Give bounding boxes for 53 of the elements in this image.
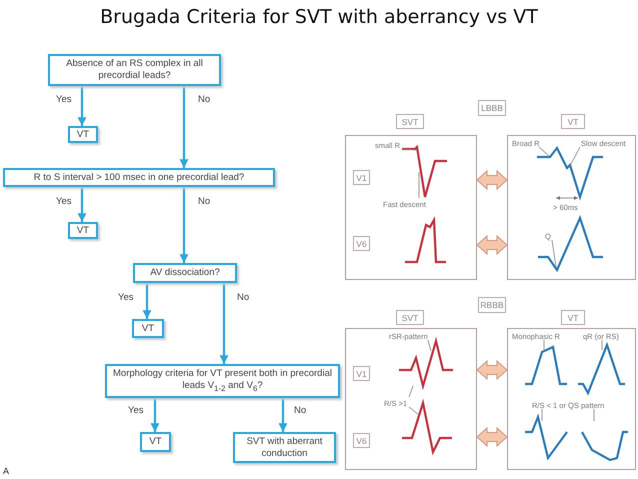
- ecg-panel: [345, 135, 477, 280]
- lead-tag: V6: [353, 236, 370, 251]
- arrow: [142, 283, 152, 319]
- ecg-panel: [507, 328, 636, 470]
- process-box: R to S interval > 100 msec in one precordial lead?: [3, 168, 275, 187]
- process-box: VT: [140, 432, 171, 452]
- lead-tag: LBBB: [478, 100, 506, 116]
- process-box: Absence of an RS complex in all precordial leads?: [48, 54, 221, 86]
- arrow: [150, 398, 160, 432]
- panel-letter: A: [3, 466, 10, 476]
- double-arrow: [476, 360, 508, 380]
- lead-tag: VT: [561, 114, 585, 129]
- process-box: VT: [68, 126, 98, 143]
- arrow: [78, 187, 86, 222]
- edge-label: No: [198, 196, 210, 207]
- lead-tag: V1: [353, 366, 370, 381]
- edge-label: Yes: [128, 405, 144, 416]
- edge-label: Yes: [118, 292, 134, 303]
- title: Brugada Criteria for SVT with aberrancy vs VT: [99, 6, 539, 28]
- edge-label: Yes: [56, 94, 72, 105]
- lead-tag: SVT: [396, 114, 424, 129]
- double-arrow: [476, 426, 508, 448]
- leader-line: [402, 148, 416, 150]
- arrow: [78, 86, 86, 126]
- leader-line: [408, 386, 414, 398]
- arrow: [278, 398, 288, 432]
- process-box: Morphology criteria for VT present both in precordial leads V$_{1-2}$ and V$_{6}$?: [105, 364, 340, 398]
- leader-line: [552, 240, 556, 268]
- arrow: [180, 86, 188, 168]
- arrow: [220, 283, 228, 364]
- arrow: [180, 187, 188, 263]
- edge-label: No: [198, 94, 210, 105]
- process-box: AV dissociation?: [133, 263, 237, 283]
- edge-label: No: [237, 292, 250, 303]
- lead-tag: SVT: [396, 310, 424, 325]
- leader-line: [408, 406, 420, 416]
- lead-tag: V6: [353, 433, 370, 448]
- leader-line: [418, 172, 420, 198]
- lead-tag: RBBB: [478, 297, 506, 313]
- process-box: SVT with aberrant conduction: [233, 432, 336, 463]
- ecg-panel: [345, 328, 477, 470]
- edge-label: No: [294, 405, 306, 416]
- process-box: VT: [68, 222, 98, 239]
- leader-line: [538, 146, 550, 156]
- lead-tag: V1: [353, 170, 370, 185]
- leader-line: [570, 146, 580, 166]
- lead-tag: VT: [561, 310, 585, 325]
- edge-label: Yes: [56, 196, 72, 207]
- ecg-panel: [507, 135, 636, 280]
- process-box: VT: [132, 319, 164, 338]
- double-arrow: [476, 234, 508, 256]
- double-arrow: [476, 170, 508, 190]
- leader-line: [428, 340, 432, 352]
